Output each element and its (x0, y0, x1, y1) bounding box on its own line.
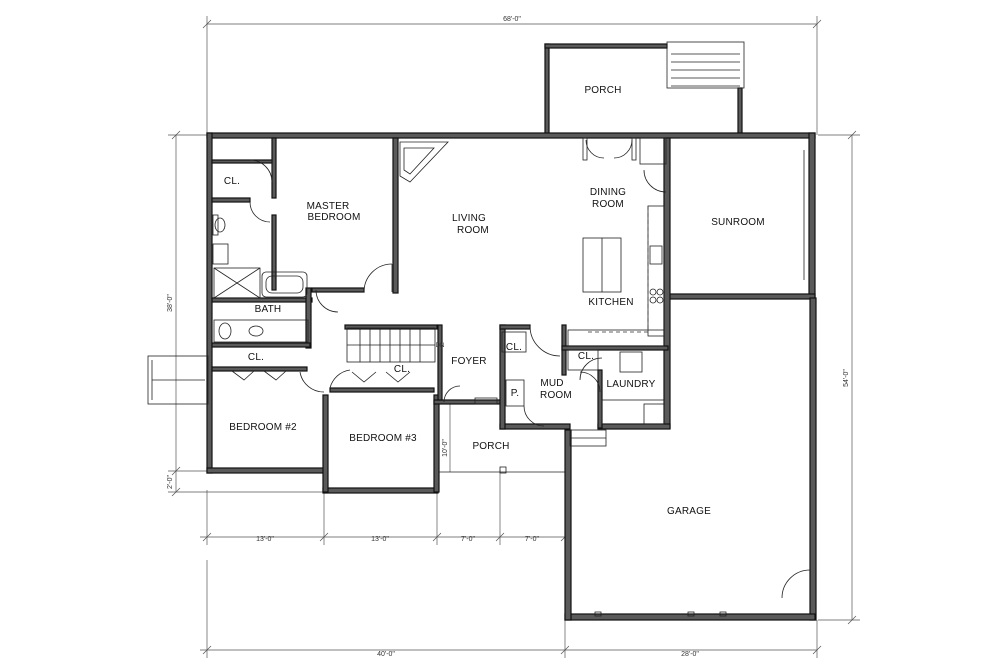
label-closet-hall: CL. (248, 352, 264, 363)
label-closet-master: CL. (224, 176, 240, 187)
dim-right-height: 54'-0" (843, 369, 850, 387)
label-living-2: ROOM (457, 225, 489, 236)
label-mud-1: MUD (540, 378, 563, 389)
label-dining-1: DINING (590, 187, 626, 198)
label-closet-bed3: CL. (394, 364, 410, 375)
dim-seg1: 13'-0" (256, 536, 274, 543)
label-porch-top: PORCH (584, 85, 621, 96)
label-bedroom3: BEDROOM #3 (349, 433, 417, 444)
dim-seg2: 13'-0" (371, 536, 389, 543)
dim-bottom-right: 28'-0" (681, 651, 699, 658)
room-labels: PORCH CL. MASTER BEDROOM LIVING ROOM DIN… (224, 85, 765, 517)
dim-left-offset: 2'-0" (167, 475, 174, 489)
label-porch-front: PORCH (472, 441, 509, 452)
dimension-labels: 68'-0" 38'-0" 54'-0" 2'-0" 10'-0" 13'-0"… (167, 16, 850, 658)
label-foyer: FOYER (451, 356, 486, 367)
label-master-1: MASTER (307, 201, 350, 212)
label-bath: BATH (255, 304, 282, 315)
label-sunroom: SUNROOM (711, 217, 765, 228)
dimension-lines (168, 16, 860, 658)
label-living-1: LIVING (452, 213, 486, 224)
dim-seg3: 7'-0" (461, 536, 475, 543)
dim-seg4: 7'-0" (525, 536, 539, 543)
label-dining-2: ROOM (592, 199, 624, 210)
label-kitchen: KITCHEN (588, 297, 633, 308)
exterior-walls (206, 132, 817, 621)
label-mud-2: ROOM (540, 390, 572, 401)
label-bedroom2: BEDROOM #2 (229, 422, 297, 433)
label-pantry: P. (511, 388, 520, 399)
label-closet-laundry: CL. (578, 351, 594, 362)
label-laundry: LAUNDRY (606, 379, 655, 390)
label-garage: GARAGE (667, 506, 711, 517)
fixtures (147, 137, 811, 617)
top-porch (544, 41, 745, 137)
label-closet-foyer: CL. (506, 342, 522, 353)
dim-porch-depth: 10'-0" (442, 439, 449, 457)
interior-walls (211, 137, 669, 429)
dim-bottom-left: 40'-0" (377, 651, 395, 658)
label-master-2: BEDROOM (307, 212, 360, 223)
dim-top-overall: 68'-0" (503, 16, 521, 23)
dim-left-height: 38'-0" (167, 294, 174, 312)
label-stair-dn: DN (436, 343, 445, 349)
